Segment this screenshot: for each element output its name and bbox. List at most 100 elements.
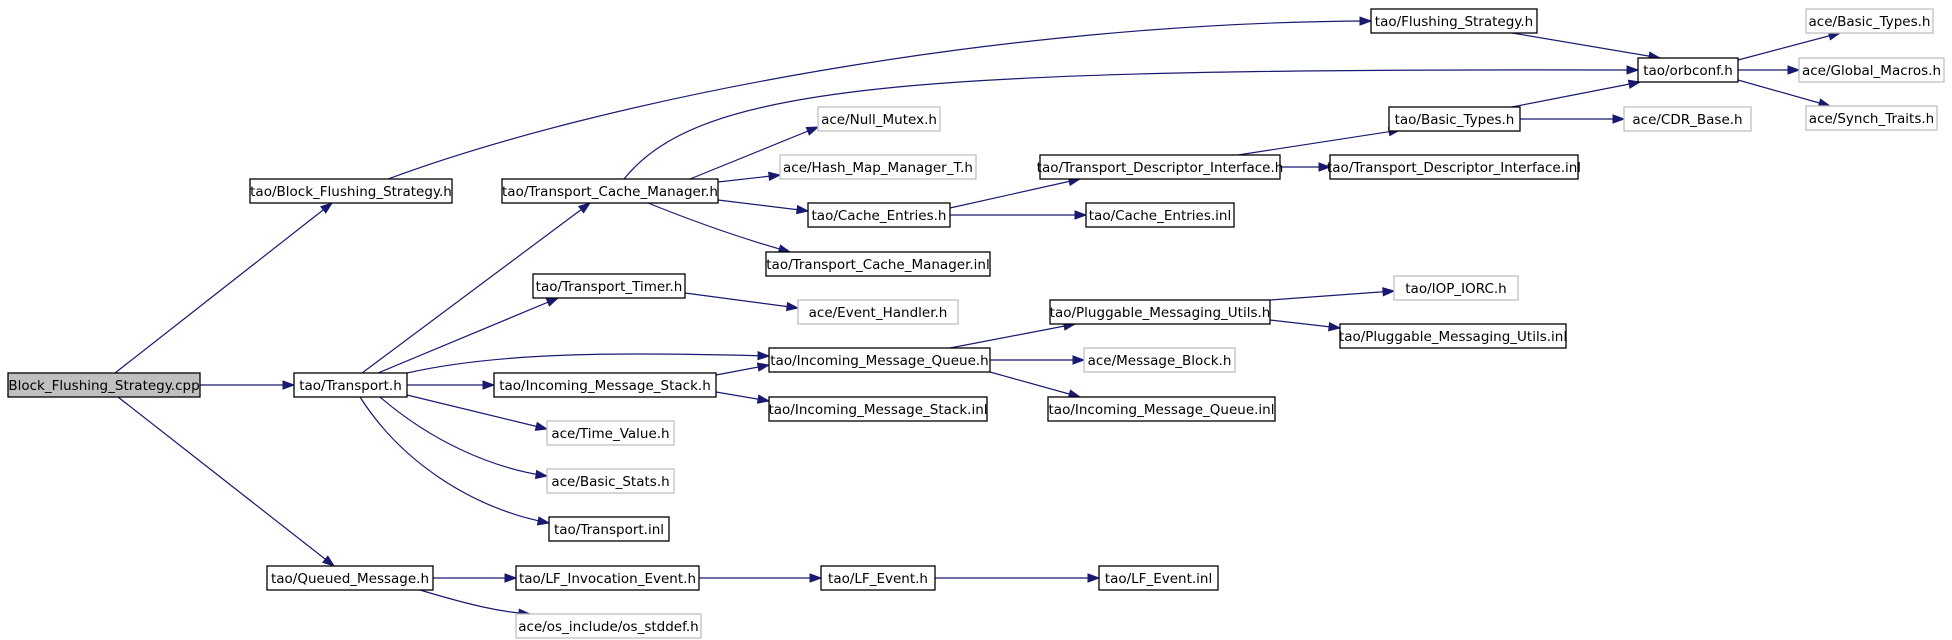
node-box [1339,323,1567,349]
node-tdi-inl[interactable]: tao/Transport_Descriptor_Interface.inl [1327,154,1581,180]
arrowhead [1382,287,1396,297]
node-imq-inl[interactable]: tao/Incoming_Message_Queue.inl [1047,396,1276,422]
node-label: tao/Flushing_Strategy.h [1375,14,1533,30]
node-box [1083,347,1236,373]
node-basic-stats[interactable]: ace/Basic_Stats.h [546,468,675,494]
edge-root-to-bfs_h [114,202,334,374]
node-label: tao/orbconf.h [1643,63,1733,79]
arrowhead [1787,65,1801,75]
node-imq-h[interactable]: tao/Incoming_Message_Queue.h [768,347,991,373]
node-label: ace/Basic_Types.h [1809,14,1931,30]
node-box [249,178,453,204]
node-label: tao/Incoming_Message_Queue.inl [1049,402,1275,418]
node-tcm-h[interactable]: tao/Transport_Cache_Manager.h [501,178,719,204]
edge-lf_event_h-to-lf_event_inl [935,573,1101,583]
edge-tcm_h-to-tcm_inl [647,202,792,254]
node-null-mutex[interactable]: ace/Null_Mutex.h [817,106,941,132]
edge-imq_h-to-message_block [990,355,1086,365]
arrowhead [577,202,592,214]
node-box [768,396,988,422]
arrowhead [1612,114,1626,124]
arrowhead [282,380,296,390]
arrowhead [785,301,800,312]
edge-pmu_h-to-iop_iorc [1269,287,1396,301]
arrowhead [1087,573,1101,583]
node-iop-iorc[interactable]: tao/IOP_IORC.h [1393,275,1519,301]
node-cache-entries-h[interactable]: tao/Cache_Entries.h [807,202,951,228]
node-ace-global-macros[interactable]: ace/Global_Macros.h [1798,57,1945,83]
node-os-stddef[interactable]: ace/os_include/os_stddef.h [515,613,702,639]
arrowhead [322,555,336,567]
node-orbconf[interactable]: tao/orbconf.h [1637,57,1739,83]
node-lf-event-h[interactable]: tao/LF_Event.h [820,565,936,591]
node-box [1805,105,1938,131]
node-label: ace/Null_Mutex.h [821,112,937,128]
edge-tcm_h-to-null_mutex [689,126,820,180]
node-tao-basic-types[interactable]: tao/Basic_Types.h [1388,106,1521,132]
node-queued-msg[interactable]: tao/Queued_Message.h [266,565,434,591]
node-time-value[interactable]: ace/Time_Value.h [546,420,675,446]
node-flushing-strategy[interactable]: tao/Flushing_Strategy.h [1370,8,1538,34]
node-label: tao/Transport_Cache_Manager.h [502,184,718,200]
node-ace-synch-traits[interactable]: ace/Synch_Traits.h [1805,105,1938,131]
node-box [1329,154,1579,180]
node-box [765,251,991,277]
node-label: tao/Transport_Descriptor_Interface.inl [1327,160,1581,176]
arrowhead [1318,162,1332,172]
node-cache-entries-inl[interactable]: tao/Cache_Entries.inl [1085,202,1235,228]
node-tcm-inl[interactable]: tao/Transport_Cache_Manager.inl [765,251,991,277]
arrowhead [504,573,518,583]
edge-imq_h-to-pmu_h [949,321,1077,349]
node-box [1098,565,1219,591]
node-message-block[interactable]: ace/Message_Block.h [1083,347,1236,373]
node-label: tao/Pluggable_Messaging_Utils.h [1050,305,1271,321]
node-transport-inl[interactable]: tao/Transport.inl [548,516,670,542]
edge-flushing_strategy-to-orbconf [1511,32,1662,61]
node-box [820,565,936,591]
node-label: ace/os_include/os_stddef.h [518,619,698,635]
edge-orbconf-to-ace_synch_traits [1737,79,1832,108]
edge-queued_msg-to-os_stddef [419,589,532,618]
edge-transport_h-to-transport_inl [359,396,551,526]
node-ace-basic-types[interactable]: ace/Basic_Types.h [1805,8,1934,34]
node-box [293,372,408,398]
node-ims-h[interactable]: tao/Incoming_Message_Stack.h [493,372,717,398]
node-label: tao/Pluggable_Messaging_Utils.inl [1339,329,1567,345]
node-label: ace/Time_Value.h [551,426,669,442]
arrowhead [768,171,782,181]
node-box [1805,8,1934,34]
node-pmu-inl[interactable]: tao/Pluggable_Messaging_Utils.inl [1339,323,1567,349]
node-box [532,273,686,299]
node-transport-timer[interactable]: tao/Transport_Timer.h [532,273,686,299]
node-pmu-h[interactable]: tao/Pluggable_Messaging_Utils.h [1049,299,1271,325]
node-box [548,516,670,542]
node-label: tao/Incoming_Message_Stack.h [499,378,711,394]
arrowhead [1626,65,1640,75]
node-label: ace/Synch_Traits.h [1809,111,1934,127]
arrowhead [534,421,549,431]
node-label: ace/CDR_Base.h [1632,112,1742,128]
node-lf-event-inl[interactable]: tao/LF_Event.inl [1098,565,1219,591]
node-ims-inl[interactable]: tao/Incoming_Message_Stack.inl [768,396,988,422]
node-label: tao/Block_Flushing_Strategy.h [250,184,452,200]
node-box [1370,8,1538,34]
node-tdi-h[interactable]: tao/Transport_Descriptor_Interface.h [1037,154,1284,180]
edge-transport_h-to-tcm_h [361,202,592,374]
node-label: ace/Basic_Stats.h [551,474,669,490]
node-transport-h[interactable]: tao/Transport.h [293,372,408,398]
node-label: ace/Event_Handler.h [809,305,948,321]
edge-tdi_h-to-tdi_inl [1280,162,1332,172]
node-label: ace/Message_Block.h [1088,353,1232,369]
node-cdr-base[interactable]: ace/CDR_Base.h [1623,106,1752,132]
node-lf-invocation[interactable]: tao/LF_Invocation_Event.h [515,565,700,591]
node-label: ace/Global_Macros.h [1802,63,1941,79]
node-box [1049,299,1271,325]
node-layer: Block_Flushing_Strategy.cpptao/Block_Flu… [7,8,1945,639]
node-event-handler[interactable]: ace/Event_Handler.h [797,299,959,325]
edge-queued_msg-to-lf_invocation [433,573,518,583]
node-bfs-h[interactable]: tao/Block_Flushing_Strategy.h [249,178,453,204]
edge-tdi_h-to-tao_basic_types [1237,127,1402,156]
edge-layer [114,16,1842,618]
edge-transport_h-to-imq_h [406,350,771,374]
node-hash-map[interactable]: ace/Hash_Map_Manager_T.h [779,154,977,180]
